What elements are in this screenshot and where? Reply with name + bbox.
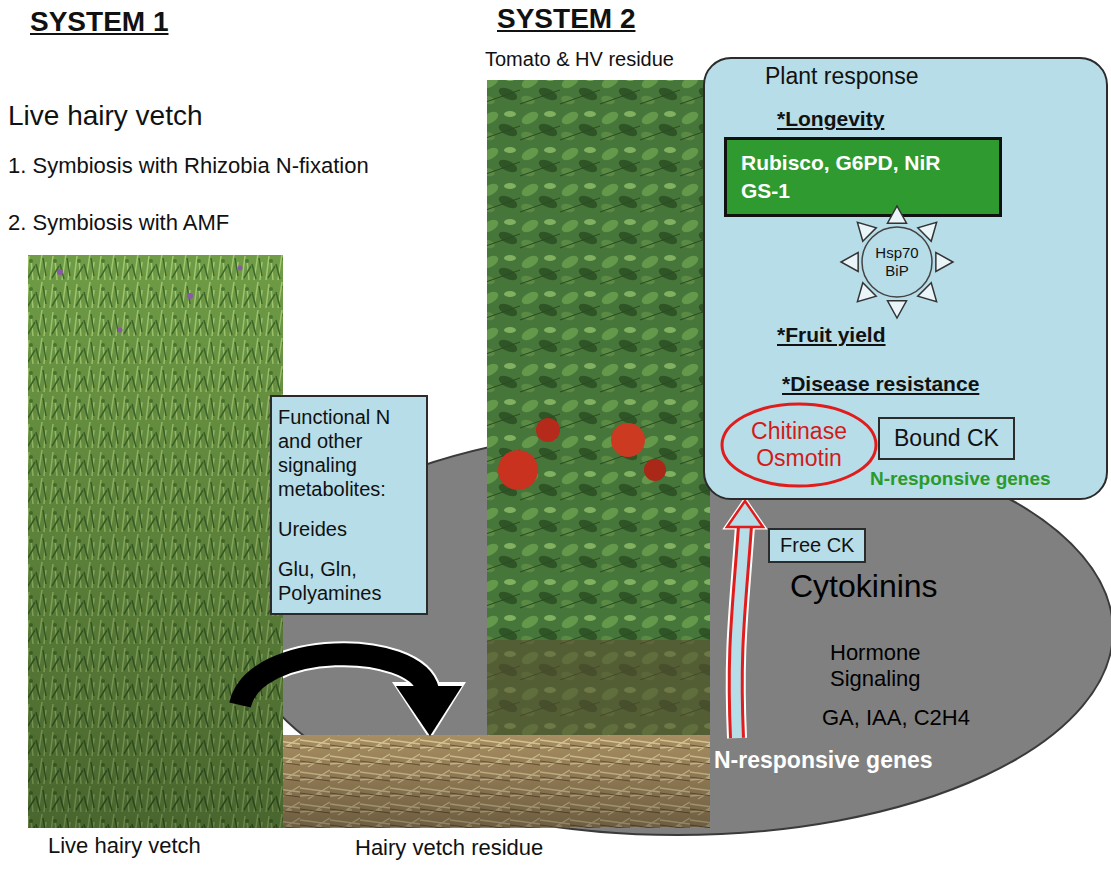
panel-heading: Plant response (765, 63, 918, 90)
circle-shape (862, 227, 932, 297)
hormone-heading: Cytokinins (790, 568, 938, 605)
metabolite-box: Functional N and other signaling metabol… (270, 395, 428, 615)
response-heading: *Longevity (777, 107, 884, 131)
photo-caption: Tomato & HV residue (485, 48, 674, 71)
signal-triangle (841, 252, 858, 271)
free-ck-text: Free CK (780, 534, 854, 557)
photo-caption: Live hairy vetch (48, 833, 201, 859)
metabolite-item: Ureides (278, 517, 420, 541)
system-heading: SYSTEM 1 (30, 6, 168, 38)
hormone-list: GA, IAA, C2H4 (822, 705, 970, 731)
section-heading: Live hairy vetch (8, 100, 203, 132)
enzyme-box: Rubisco, G6PD, NiR GS-1 (724, 137, 1002, 217)
chaperone-circle: Hsp70 BiP (861, 226, 933, 298)
hormone-text: Hormone Signaling (830, 640, 950, 692)
bound-ck-box: Bound CK (878, 417, 1015, 460)
plant-response-panel: Plant response *Longevity *Fruit yield *Dis… (703, 57, 1108, 500)
response-heading: *Fruit yield (777, 323, 886, 347)
defense-ellipse: Chitinase Osmotin (720, 402, 878, 488)
metabolite-item: Glu, Gln, Polyamines (278, 557, 420, 605)
metabolite-heading: Functional N and other signaling metabol… (278, 405, 420, 501)
chaperone-text: Hsp70 BiP (872, 244, 922, 280)
signal-triangle (936, 252, 953, 271)
signal-triangle (887, 301, 906, 318)
photo-caption: Hairy vetch residue (355, 835, 543, 861)
list-item: 2. Symbiosis with AMF (8, 210, 229, 236)
defense-proteins: Chitinase Osmotin (744, 418, 854, 472)
free-ck-box: Free CK (768, 528, 866, 563)
gene-label: N-responsive genes (714, 747, 933, 774)
bound-ck-text: Bound CK (894, 425, 999, 452)
gene-label: N-responsive genes (870, 468, 1051, 490)
system-heading: SYSTEM 2 (497, 3, 635, 35)
enzyme-list: Rubisco, G6PD, NiR GS-1 (741, 149, 969, 205)
signal-triangle (887, 206, 906, 223)
ellipse-shape (722, 404, 876, 486)
list-item: 1. Symbiosis with Rhizobia N-fixation (8, 152, 375, 179)
ellipse-shape (242, 427, 1111, 835)
response-heading: *Disease resistance (782, 372, 979, 396)
